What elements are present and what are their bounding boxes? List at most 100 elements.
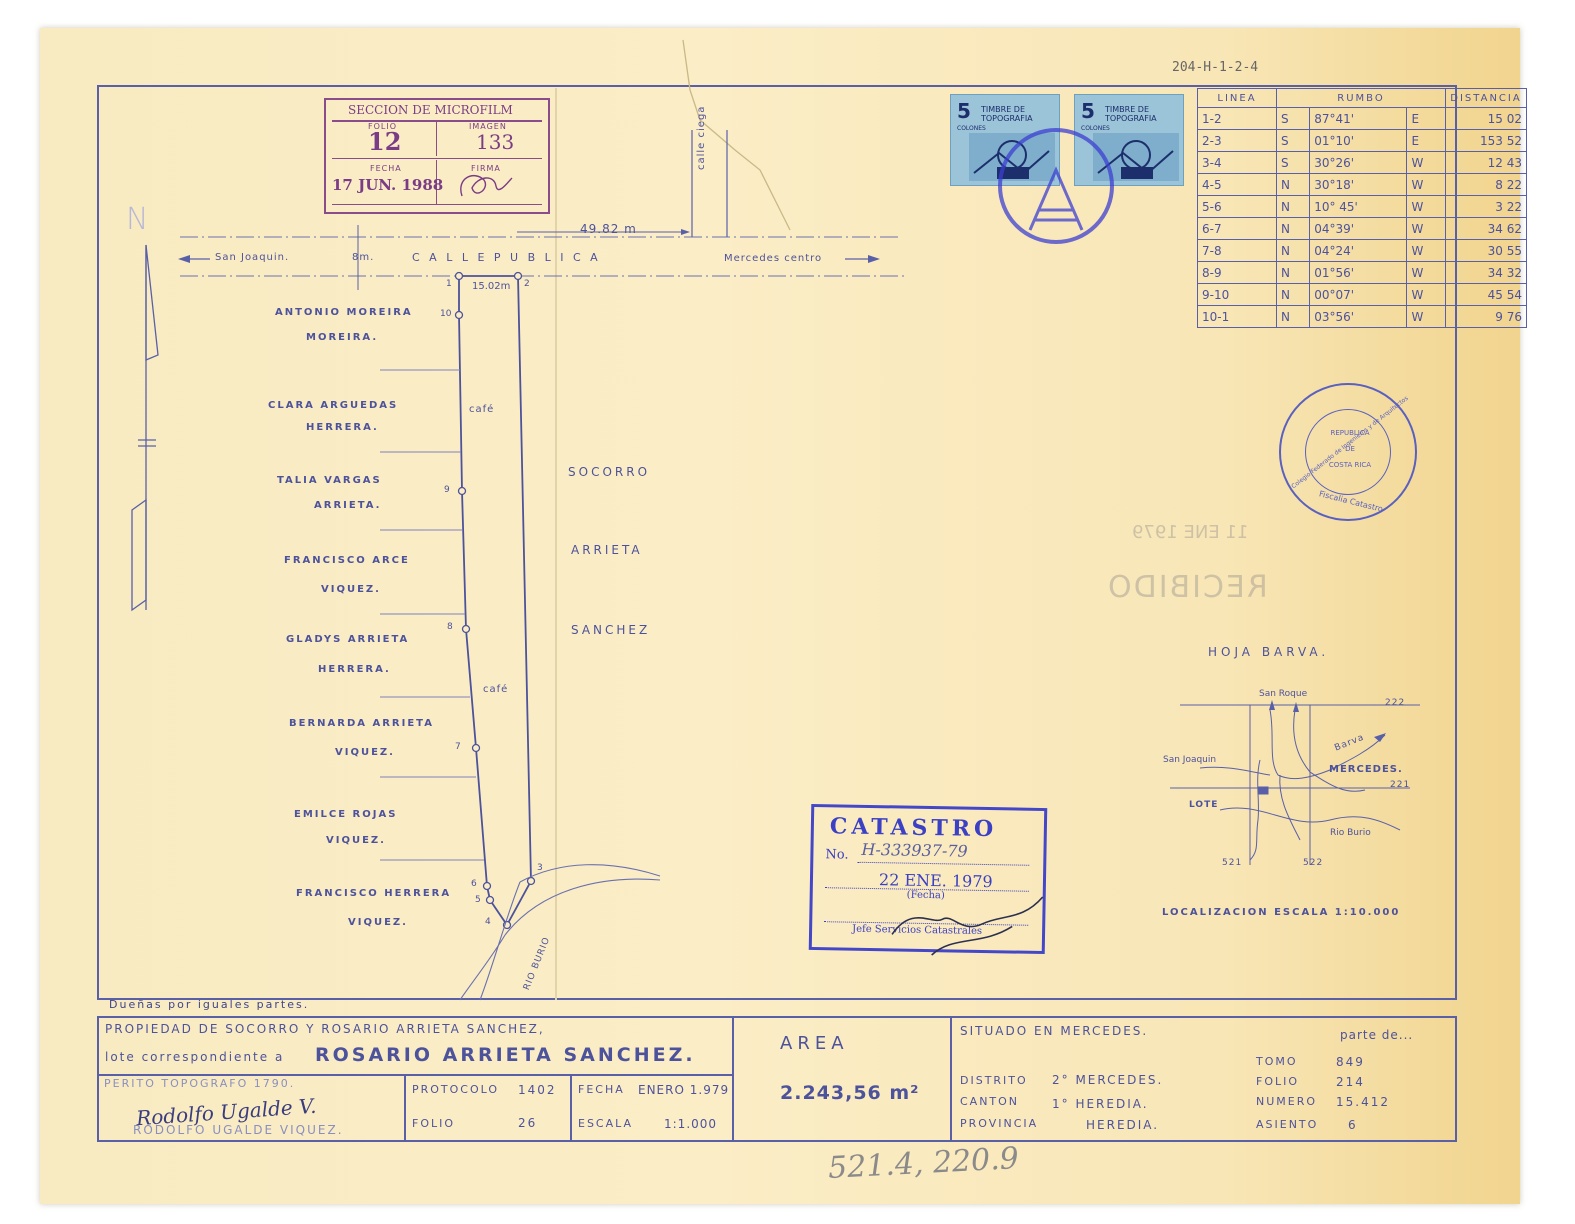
- neighbor-name: VIQUEZ.: [335, 747, 395, 758]
- table-cell: 8-9: [1197, 261, 1277, 284]
- location-map: [1170, 700, 1420, 865]
- catastro-title: CATASTRO: [829, 813, 998, 843]
- neighbor-name: HERRERA.: [306, 422, 379, 433]
- topography-emblem-icon: [1093, 133, 1179, 181]
- protocolo-value: 1402: [518, 1083, 557, 1097]
- map-grid-521: 521: [1222, 858, 1243, 868]
- table-cell: W: [1406, 151, 1446, 174]
- neighbor-name: CLARA ARGUEDAS: [268, 400, 399, 411]
- table-cell: E: [1406, 129, 1446, 152]
- street-name-label: C A L L E P U B L I C A: [412, 251, 601, 264]
- map-grid-522: 522: [1303, 858, 1324, 868]
- owners-note: Dueñas por iguales partes.: [109, 998, 310, 1011]
- table-cell: N: [1275, 173, 1311, 196]
- table-header: DISTANCIA: [1445, 88, 1527, 108]
- firma-label: FIRMA: [471, 164, 501, 173]
- colegio-seal: Colegio Federado de Ingenieros y de Arqu…: [1279, 383, 1417, 521]
- table-cell: N: [1275, 305, 1311, 328]
- table-cell: 30°26': [1309, 151, 1408, 174]
- map-scale: LOCALIZACION ESCALA 1:10.000: [1162, 907, 1401, 918]
- timbre-stamp: 5 TIMBRE DE TOPOGRAFIA COLONES: [1074, 94, 1184, 186]
- vertex-label: 5: [475, 895, 481, 905]
- table-cell: 01°10': [1309, 129, 1408, 152]
- escala-label: ESCALA: [578, 1117, 634, 1130]
- table-cell: W: [1406, 217, 1446, 240]
- parte-de-text: parte de...: [1340, 1028, 1414, 1042]
- table-cell: N: [1275, 261, 1311, 284]
- vertex-label: 10: [440, 309, 452, 319]
- map-san-roque: San Roque: [1259, 689, 1308, 699]
- neighbor-name: FRANCISCO HERRERA: [296, 888, 452, 899]
- map-lote: LOTE: [1189, 800, 1219, 810]
- table-cell: S: [1275, 107, 1311, 130]
- propiedad-text: PROPIEDAD DE SOCORRO Y ROSARIO ARRIETA S…: [105, 1022, 545, 1036]
- table-cell: W: [1406, 261, 1446, 284]
- table-cell: 03°56': [1309, 305, 1408, 328]
- table-cell: N: [1275, 283, 1311, 306]
- east-owner-name: SANCHEZ: [571, 623, 651, 637]
- map-rio: Rio Burio: [1330, 828, 1371, 838]
- neighbor-name: ARRIETA.: [314, 500, 382, 511]
- fecha-value: 17 JUN. 1988: [332, 176, 444, 194]
- imagen-label: IMAGEN: [469, 122, 507, 131]
- vertex-label: 9: [444, 485, 450, 495]
- table-cell: N: [1275, 239, 1311, 262]
- cafe-label: café: [469, 404, 495, 415]
- lote-name: ROSARIO ARRIETA SANCHEZ.: [315, 1044, 696, 1066]
- folio2-value: 214: [1336, 1075, 1365, 1089]
- neighbor-name: VIQUEZ.: [321, 584, 381, 595]
- table-cell: N: [1275, 217, 1311, 240]
- table-cell: 8 22: [1445, 173, 1527, 196]
- asiento-value: 6: [1348, 1118, 1358, 1132]
- table-cell: 45 54: [1445, 283, 1527, 306]
- map-san-joaquin: San Joaquin: [1163, 755, 1217, 765]
- timbre-unit: COLONES: [957, 125, 986, 132]
- location-map-title: HOJA BARVA.: [1208, 645, 1330, 659]
- table-cell: W: [1406, 305, 1446, 328]
- imagen-value: 133: [476, 130, 515, 154]
- reference-code: 204-H-1-2-4: [1172, 60, 1259, 75]
- table-cell: 6-7: [1197, 217, 1277, 240]
- timbre-unit: COLONES: [1081, 125, 1110, 132]
- table-cell: S: [1275, 129, 1311, 152]
- east-owner-name: SOCORRO: [568, 465, 651, 479]
- timbre-text: TIMBRE DE TOPOGRAFIA: [1105, 105, 1157, 123]
- tomo-label: TOMO: [1256, 1055, 1298, 1068]
- street-distance-label: 49.82 m: [580, 222, 637, 236]
- table-cell: S: [1275, 151, 1311, 174]
- vertex-label: 4: [485, 917, 491, 927]
- seal-center-text: COSTA RICA: [1328, 461, 1372, 469]
- numero-label: NUMERO: [1256, 1095, 1318, 1108]
- table-cell: 7-8: [1197, 239, 1277, 262]
- map-grid-221: 221: [1390, 780, 1411, 790]
- area-value: 2.243,56 m²: [780, 1082, 920, 1104]
- timbre-text: TIMBRE DE TOPOGRAFIA: [981, 105, 1033, 123]
- distrito-value: 2° MERCEDES.: [1052, 1073, 1164, 1087]
- table-cell: 15 02: [1445, 107, 1527, 130]
- firma-signature-icon: [460, 175, 513, 197]
- neighbor-name: BERNARDA ARRIETA: [289, 718, 434, 729]
- street-width-label: 8m.: [352, 252, 375, 263]
- table-cell: W: [1406, 239, 1446, 262]
- microfilm-stamp: SECCION DE MICROFILM FOLIO 12 IMAGEN 133…: [324, 98, 550, 214]
- fecha-label: FECHA: [578, 1083, 625, 1096]
- table-cell: 34 62: [1445, 217, 1527, 240]
- table-cell: 30°18': [1309, 173, 1408, 196]
- situado-text: SITUADO EN MERCEDES.: [960, 1024, 1149, 1038]
- asiento-label: ASIENTO: [1256, 1118, 1319, 1131]
- table-cell: 10° 45': [1309, 195, 1408, 218]
- provincia-value: HEREDIA.: [1086, 1118, 1160, 1132]
- timbre-stamp: 5 TIMBRE DE TOPOGRAFIA COLONES: [950, 94, 1060, 186]
- catastro-number: H-333937-79: [861, 839, 968, 861]
- folio2-label: FOLIO: [1256, 1075, 1300, 1088]
- map-grid-222: 222: [1385, 698, 1406, 708]
- neighbor-name: TALIA VARGAS: [277, 475, 382, 486]
